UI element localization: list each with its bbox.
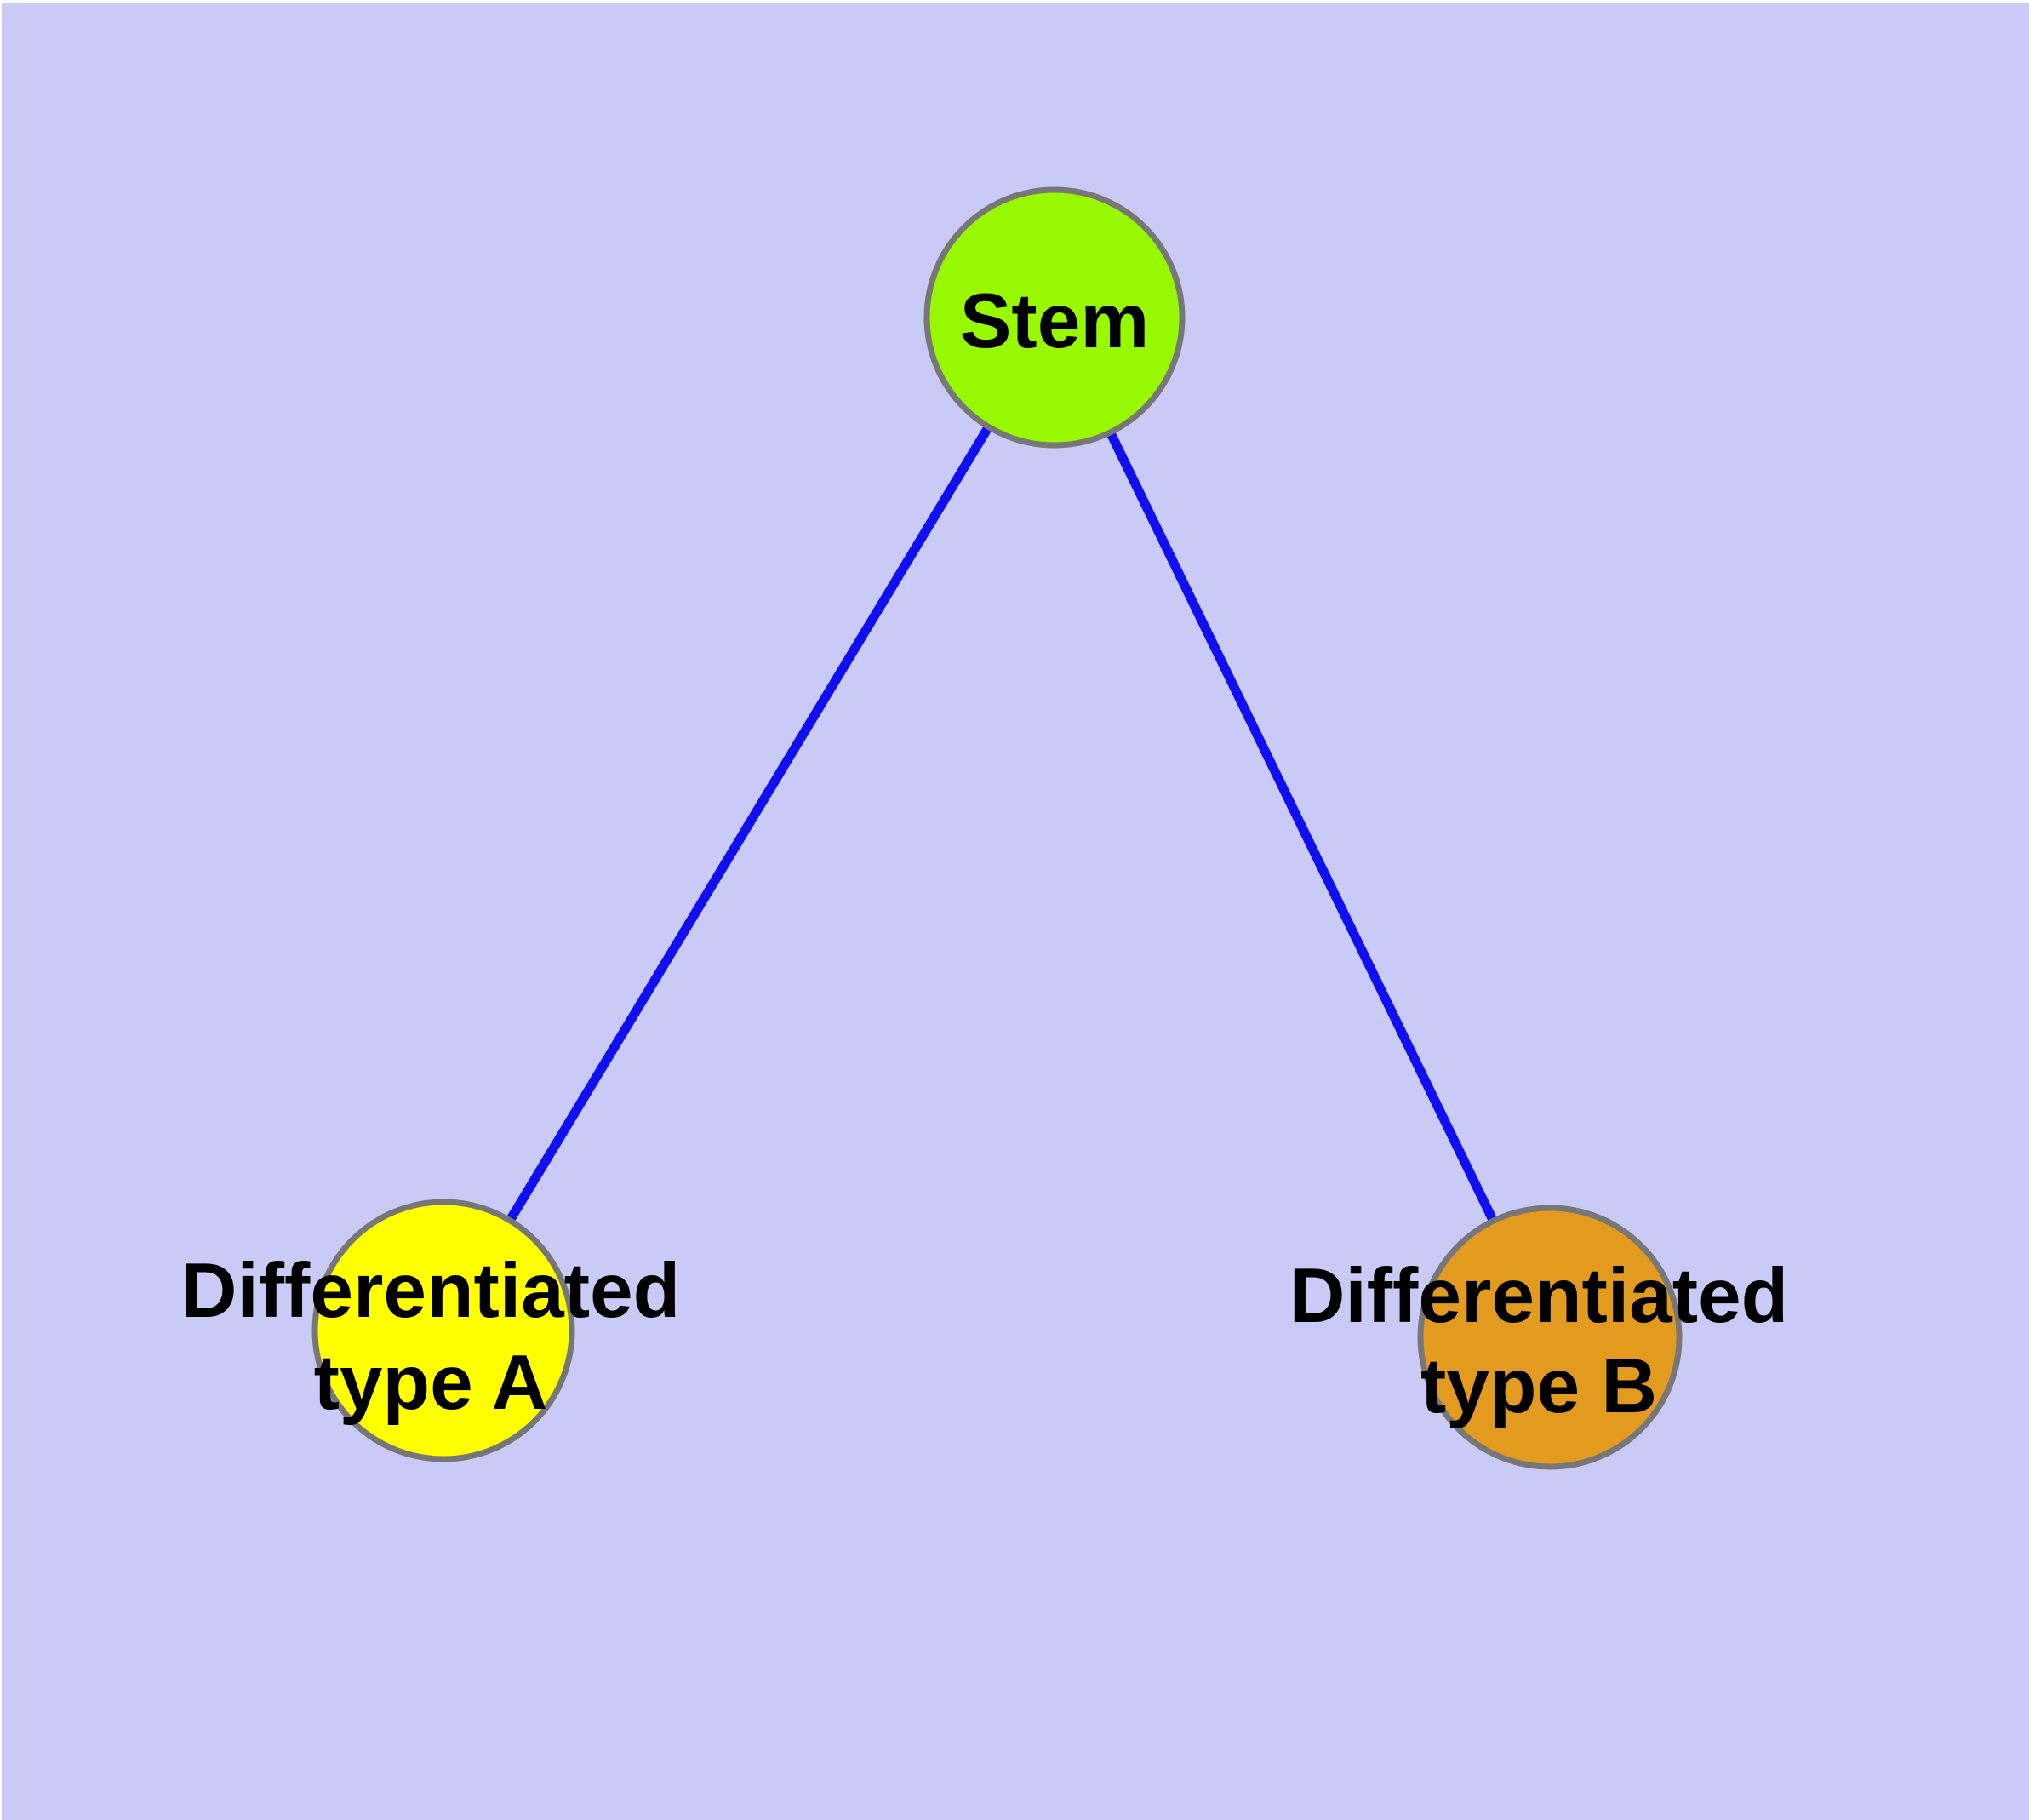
node-type-a-label: Differentiated type A [181,1248,681,1426]
node-stem-label-line1: Stem [960,278,1150,364]
node-type-a-circle [311,1199,575,1462]
edge-stem-to-type-a [439,315,1059,1333]
node-type-a-label-line1: Differentiated [181,1248,681,1334]
node-stem-label: Stem [960,278,1150,364]
node-type-b-label-line2: type B [1420,1343,1657,1429]
node-type-a-label-line2: type A [314,1340,548,1426]
node-type-b-circle [1417,1205,1683,1470]
node-type-b-label: Differentiated type B [1289,1253,1789,1429]
node-type-b-label-line1: Differentiated [1289,1253,1789,1339]
edge-stem-to-type-b [1050,315,1554,1340]
node-stem-circle [923,186,1186,449]
